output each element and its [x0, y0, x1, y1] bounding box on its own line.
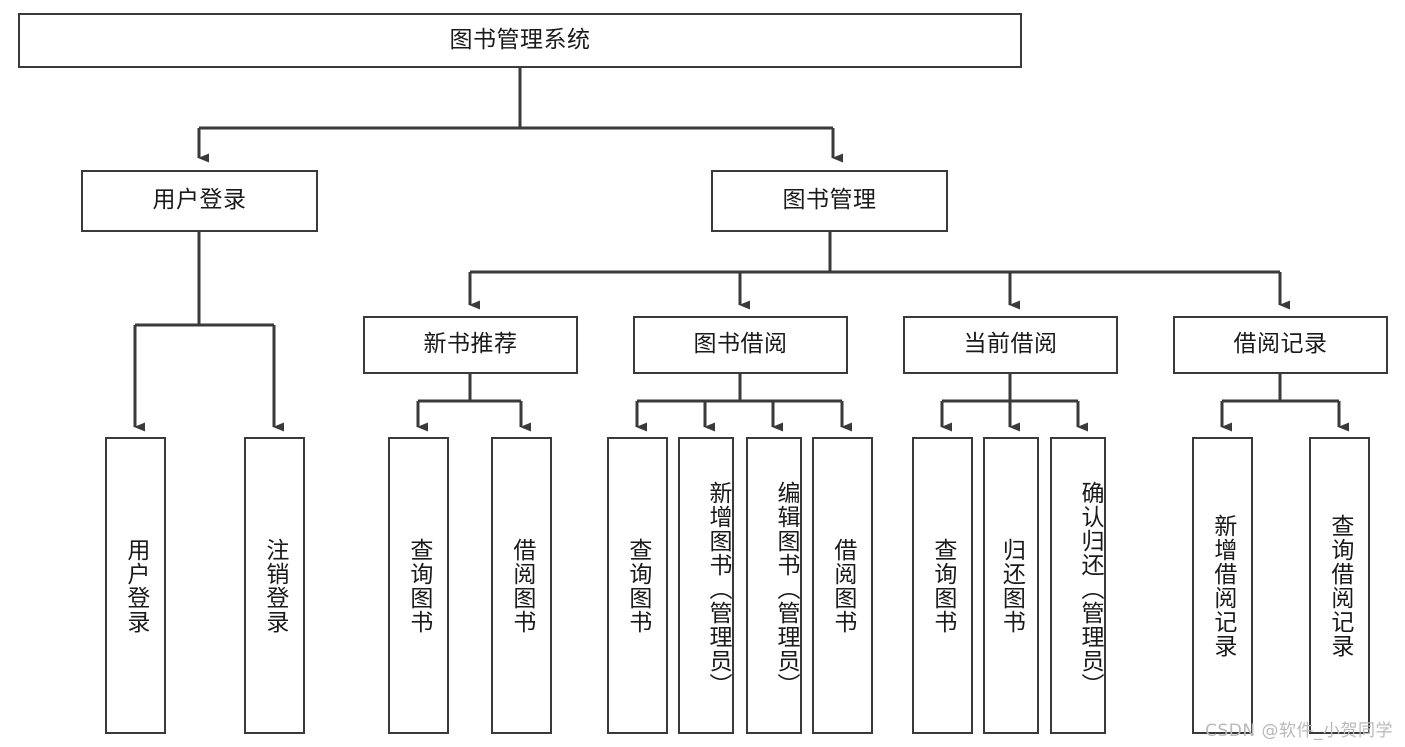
- leaf-add-record[interactable]: 新增借阅记录: [1192, 437, 1253, 734]
- leaf-add-record-label: 新增借阅记录: [1209, 513, 1236, 658]
- leaf-return-book[interactable]: 归还图书: [983, 437, 1039, 734]
- leaf-edit-book-label: 编辑图书（管理员）: [773, 480, 799, 697]
- leaf-borrow-book-1[interactable]: 借阅图书: [491, 437, 552, 734]
- leaf-query-book-1-label: 查询图书: [405, 537, 432, 634]
- node-root-label: 图书管理系统: [449, 26, 591, 53]
- node-user-login[interactable]: 用户登录: [81, 170, 318, 232]
- leaf-query-book-2[interactable]: 查询图书: [607, 437, 668, 734]
- leaf-user-login-label: 用户登录: [122, 537, 149, 634]
- leaf-user-logout-label: 注销登录: [261, 537, 288, 634]
- leaf-query-book-2-label: 查询图书: [624, 537, 651, 634]
- node-book-manage[interactable]: 图书管理: [711, 170, 948, 232]
- leaf-query-book-3-label: 查询图书: [929, 537, 956, 634]
- leaf-borrow-book-2-label: 借阅图书: [829, 537, 856, 634]
- leaf-add-book[interactable]: 新增图书（管理员）: [678, 437, 734, 734]
- leaf-query-record-label: 查询借阅记录: [1326, 513, 1353, 658]
- leaf-return-book-label: 归还图书: [998, 537, 1025, 634]
- leaf-user-logout[interactable]: 注销登录: [244, 437, 305, 734]
- node-borrow-record-label: 借阅记录: [1233, 331, 1328, 358]
- leaf-borrow-book-2[interactable]: 借阅图书: [812, 437, 873, 734]
- node-book-manage-label: 图书管理: [782, 187, 877, 214]
- leaf-query-book-1[interactable]: 查询图书: [388, 437, 449, 734]
- leaf-query-record[interactable]: 查询借阅记录: [1309, 437, 1370, 734]
- node-root[interactable]: 图书管理系统: [18, 13, 1022, 68]
- leaf-borrow-book-1-label: 借阅图书: [508, 537, 535, 634]
- leaf-confirm-return[interactable]: 确认归还（管理员）: [1050, 437, 1106, 734]
- leaf-user-login[interactable]: 用户登录: [105, 437, 166, 734]
- node-current-borrow-label: 当前借阅: [963, 331, 1058, 358]
- leaf-add-book-label: 新增图书（管理员）: [705, 480, 731, 697]
- leaf-edit-book[interactable]: 编辑图书（管理员）: [746, 437, 802, 734]
- leaf-query-book-3[interactable]: 查询图书: [912, 437, 973, 734]
- node-book-borrow-label: 图书借阅: [693, 331, 788, 358]
- node-new-book-recommend[interactable]: 新书推荐: [363, 316, 578, 374]
- node-book-borrow[interactable]: 图书借阅: [633, 316, 848, 374]
- leaf-confirm-return-label: 确认归还（管理员）: [1077, 480, 1103, 697]
- node-user-login-label: 用户登录: [152, 187, 247, 214]
- node-new-book-recommend-label: 新书推荐: [423, 331, 518, 358]
- node-borrow-record[interactable]: 借阅记录: [1173, 316, 1388, 374]
- watermark-text: CSDN @软件_小贺同学: [1205, 721, 1393, 741]
- node-current-borrow[interactable]: 当前借阅: [903, 316, 1118, 374]
